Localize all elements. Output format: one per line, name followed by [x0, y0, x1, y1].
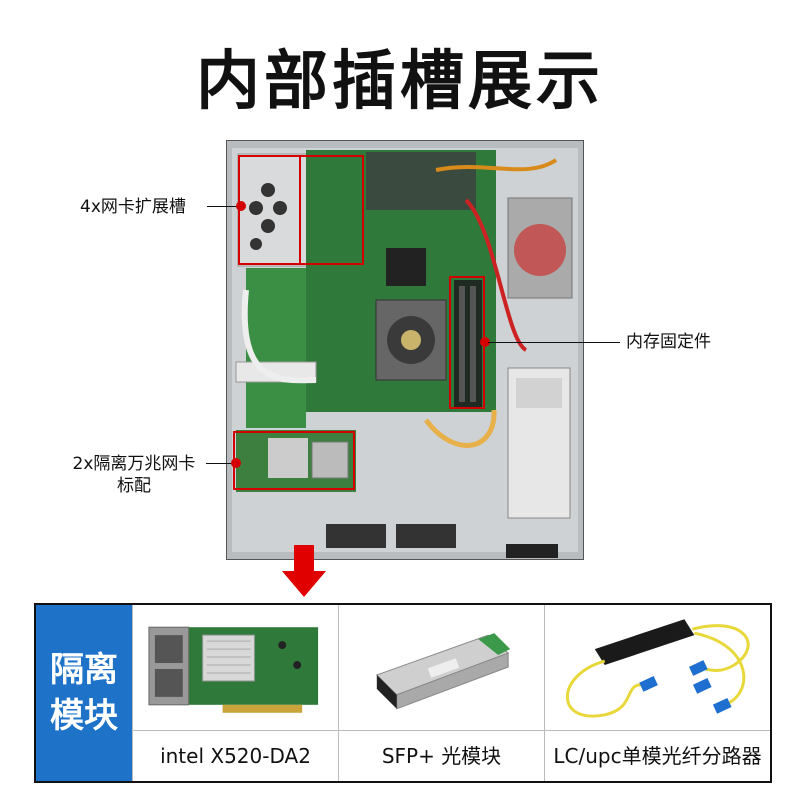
callout-memory: 内存固定件	[626, 332, 711, 352]
callout-line-memory	[488, 342, 620, 343]
server-chassis-image	[226, 140, 584, 560]
module-caption-splitter: LC/upc单模光纤分路器	[545, 730, 770, 781]
nic-slots-divider	[299, 155, 301, 265]
module-cell-sfp: SFP+ 光模块	[338, 605, 544, 781]
sfp-module-image	[375, 633, 511, 710]
callout-dot-memory	[480, 337, 490, 347]
callout-standard-nic-line2: 标配	[117, 476, 151, 496]
callout-line-nic-slots	[207, 206, 241, 207]
callout-dot-nic-slots	[236, 201, 246, 211]
callout-nic-slots: 4x网卡扩展槽	[80, 197, 186, 217]
down-arrow-icon	[282, 545, 326, 597]
nic-slots-highlight	[238, 155, 364, 265]
module-cell-splitter: LC/upc单模光纤分路器	[544, 605, 770, 781]
fiber-splitter-image	[566, 619, 750, 718]
network-card-image	[148, 626, 319, 713]
module-cell-nic: intel X520-DA2	[132, 605, 338, 781]
module-side-label-line1: 隔离	[50, 650, 118, 690]
module-caption-sfp: SFP+ 光模块	[339, 730, 544, 781]
module-side-label-line2: 模块	[50, 696, 118, 736]
module-caption-nic: intel X520-DA2	[133, 730, 338, 781]
page-title: 内部插槽展示	[196, 45, 604, 119]
callout-line-standard-nic	[206, 463, 236, 464]
callout-standard-nic-line1: 2x隔离万兆网卡	[72, 454, 196, 474]
callout-dot-standard-nic	[231, 458, 241, 468]
isolation-module-panel: 隔离 模块 intel X520-DA2 SFP+ 光模块	[34, 603, 772, 783]
callout-standard-nic: 2x隔离万兆网卡 标配	[56, 453, 212, 497]
standard-nic-highlight	[233, 431, 355, 490]
module-side-label: 隔离 模块	[36, 605, 132, 781]
